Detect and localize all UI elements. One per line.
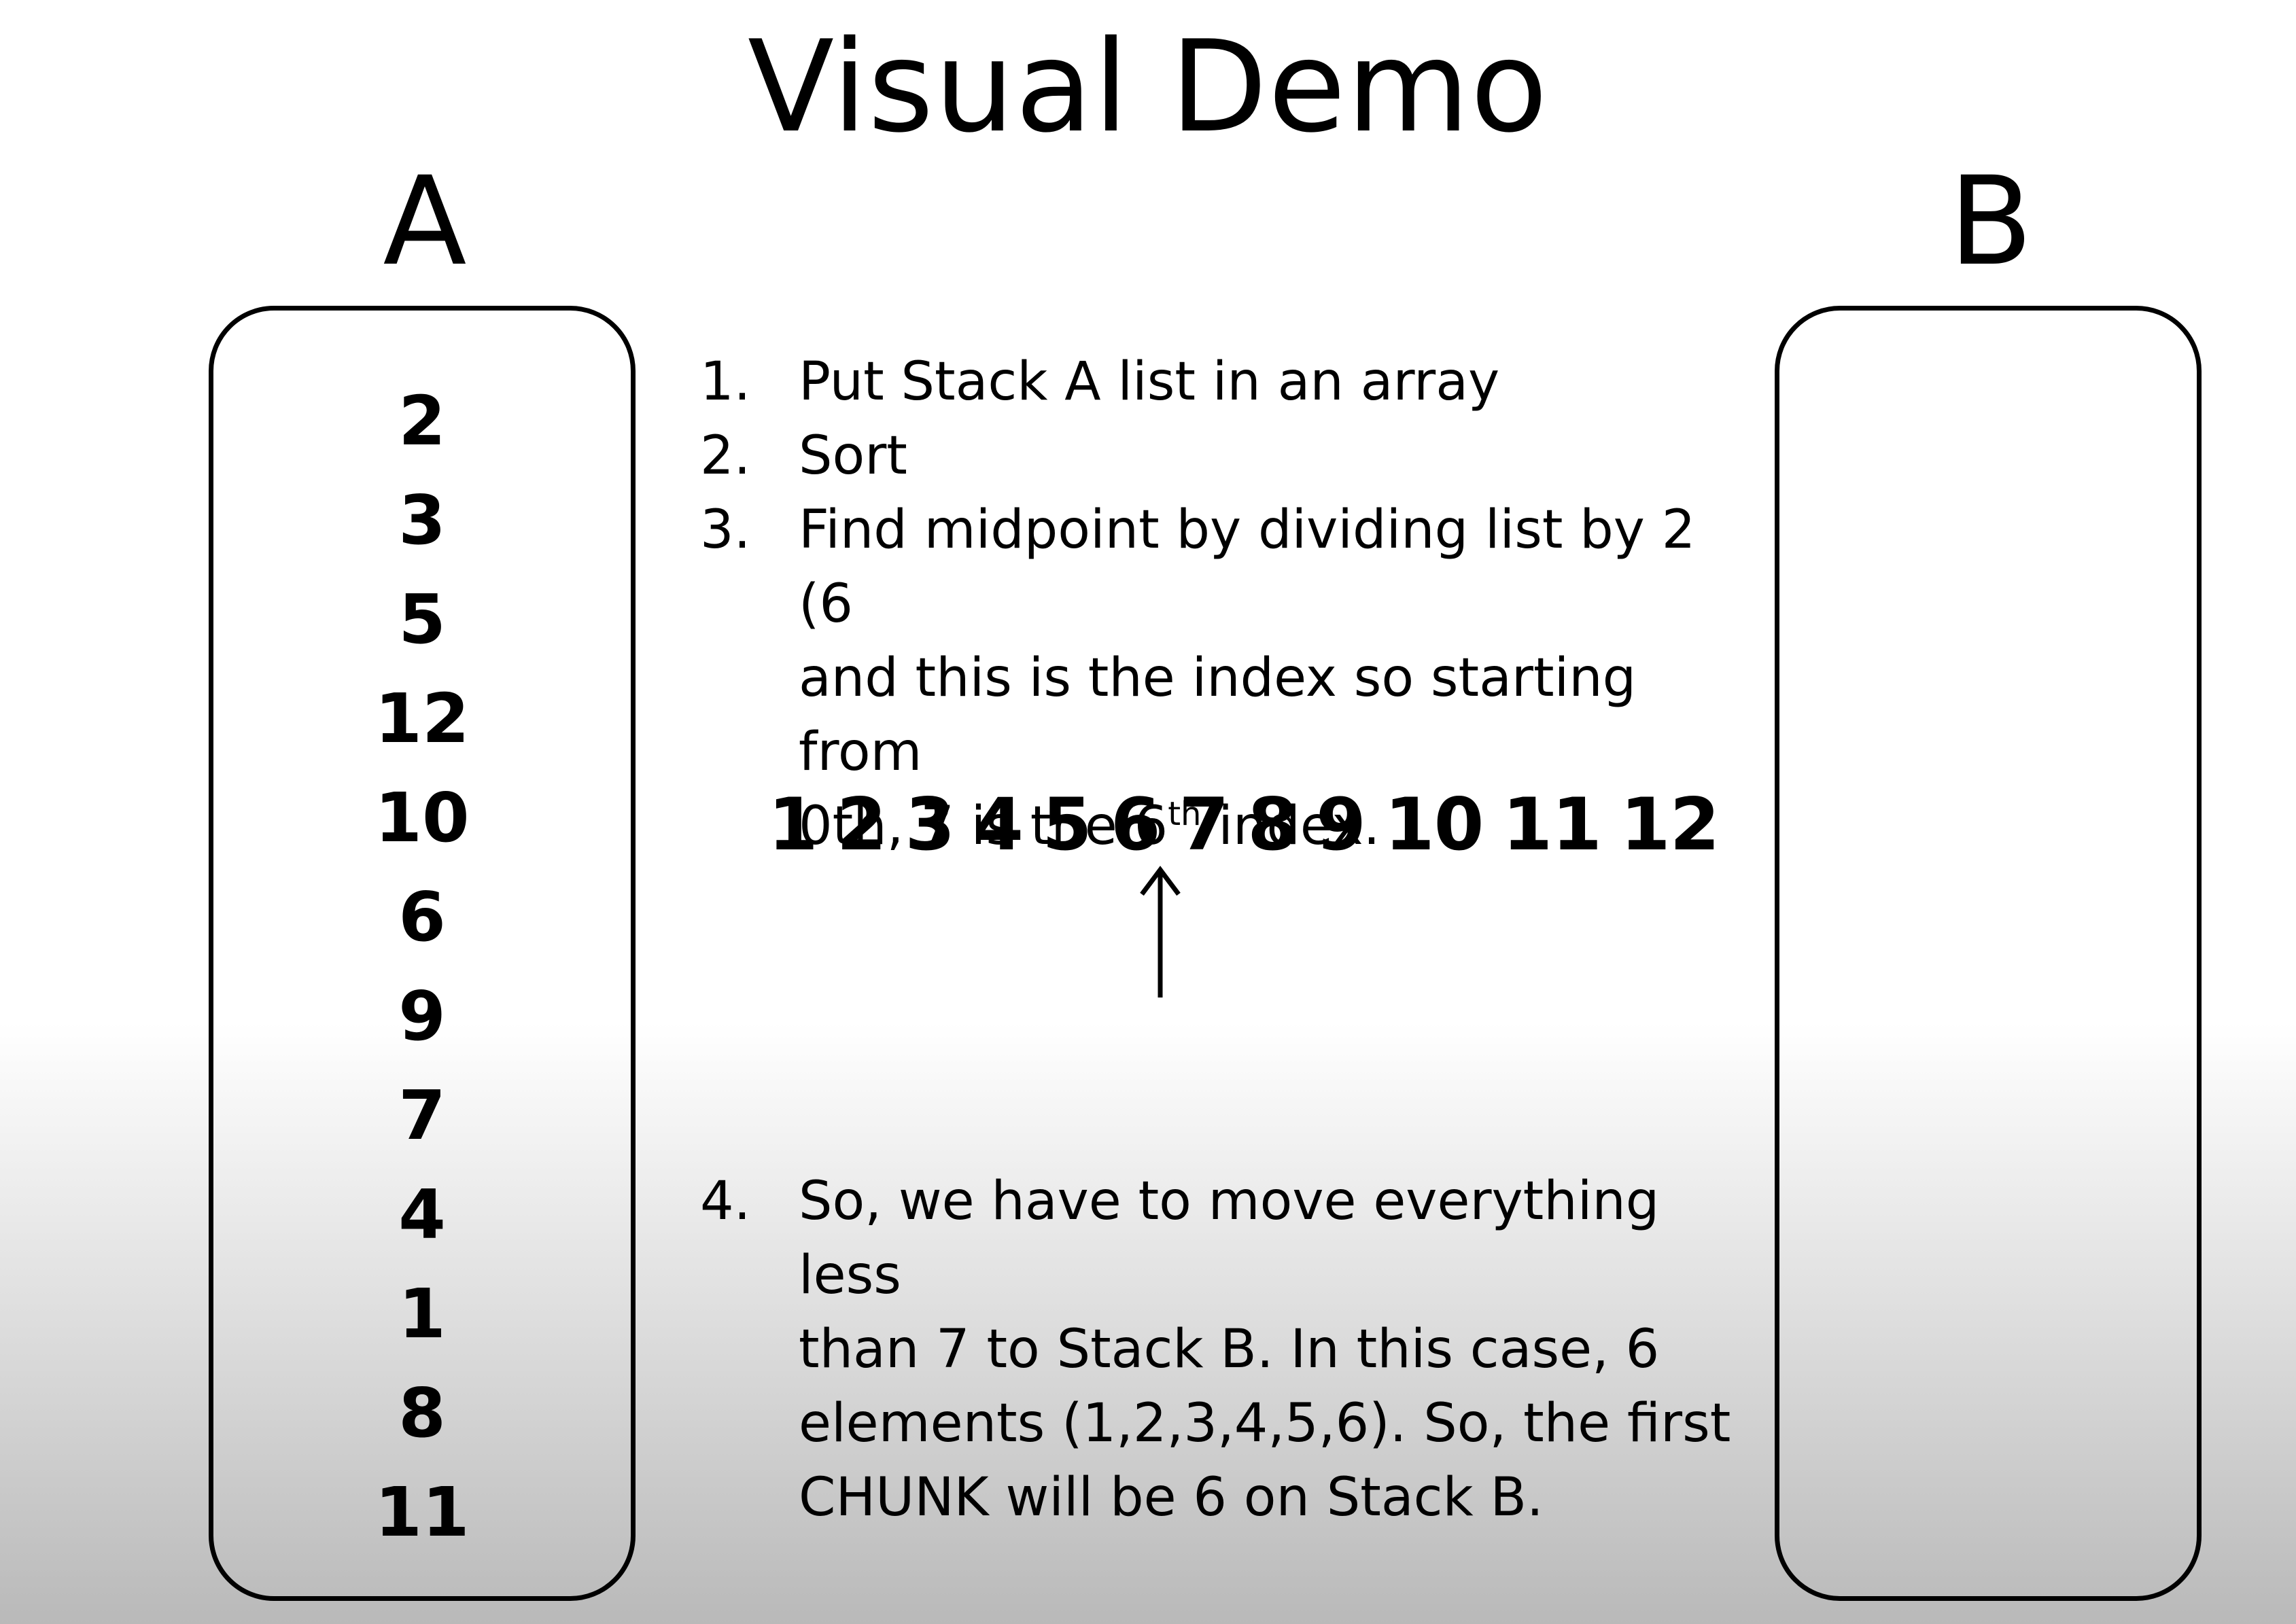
stack-a-item: 3 (398, 480, 446, 560)
stack-b-label: B (1949, 151, 2033, 293)
sorted-item: 4 (973, 783, 1024, 866)
stack-a-items: 2 3 5 12 10 6 9 7 4 1 8 11 (213, 311, 631, 1562)
stack-b-box (1775, 306, 2202, 1601)
sorted-item: 7 (1179, 783, 1230, 866)
step-number: 4. (700, 1171, 751, 1232)
stack-a-item: 2 (398, 381, 446, 461)
step-2: 2. Sort (700, 419, 1747, 493)
step-text-line: CHUNK will be 6 on Stack B. (799, 1467, 1544, 1528)
step-1: 1. Put Stack A list in an array (700, 345, 1747, 419)
step-number: 3. (700, 499, 751, 561)
step-text-line: Find midpoint by dividing list by 2 (6 (799, 499, 1696, 635)
superscript: th (1168, 795, 1202, 833)
step-3: 3. Find midpoint by dividing list by 2 (… (700, 493, 1747, 864)
stack-a-box: 2 3 5 12 10 6 9 7 4 1 8 11 (209, 306, 636, 1601)
step-text: Put Stack A list in an array (799, 351, 1500, 412)
step-number: 2. (700, 425, 751, 487)
stack-a-item: 5 (398, 580, 446, 659)
sorted-item: 1 (768, 783, 818, 866)
stack-a-item: 11 (375, 1472, 470, 1552)
step-text: Sort (799, 425, 907, 487)
step-text-line: 0th, 7 is the 6th index. (799, 790, 1747, 864)
stack-a-item: 1 (398, 1274, 446, 1354)
sorted-item: 9 (1316, 783, 1366, 866)
stack-a-item: 6 (398, 877, 446, 957)
steps-list: 1. Put Stack A list in an array 2. Sort … (700, 345, 1747, 864)
step-text: 0th, 7 is the 6 (799, 796, 1168, 857)
stack-a-item: 8 (398, 1373, 446, 1453)
sorted-item: 2 (836, 783, 887, 866)
step-text-line: and this is the index so starting from (799, 648, 1637, 783)
stack-a-item: 9 (398, 976, 446, 1056)
stack-a-item: 4 (398, 1175, 446, 1254)
sorted-item: 11 (1502, 783, 1602, 866)
sorted-item: 8 (1247, 783, 1298, 866)
step-text-line: So, we have to move everything less (799, 1171, 1660, 1306)
stack-a-item: 7 (398, 1076, 446, 1155)
step-text-line: than 7 to Stack B. In this case, 6 (799, 1319, 1660, 1380)
midpoint-arrow-icon (1140, 866, 1181, 998)
sorted-item: 5 (1042, 783, 1092, 866)
stack-a-item: 10 (375, 778, 470, 858)
sorted-item: 10 (1384, 783, 1484, 866)
step-4: 4. So, we have to move everything less t… (700, 1165, 1747, 1535)
sorted-item: 12 (1620, 783, 1720, 866)
step-text-line: elements (1,2,3,4,5,6). So, the first (799, 1393, 1731, 1454)
step-number: 1. (700, 351, 751, 412)
slide-title: Visual Demo (747, 13, 1549, 160)
step-4-list: 4. So, we have to move everything less t… (700, 1165, 1747, 1535)
sorted-array: 1 2 3 4 5 6 7 8 9 10 11 12 (768, 777, 1720, 872)
stack-a-label: A (383, 151, 467, 293)
sorted-item: 6 (1110, 783, 1161, 866)
stack-a-item: 12 (375, 679, 470, 758)
sorted-item: 3 (905, 783, 956, 866)
step-text: index. (1201, 796, 1380, 857)
